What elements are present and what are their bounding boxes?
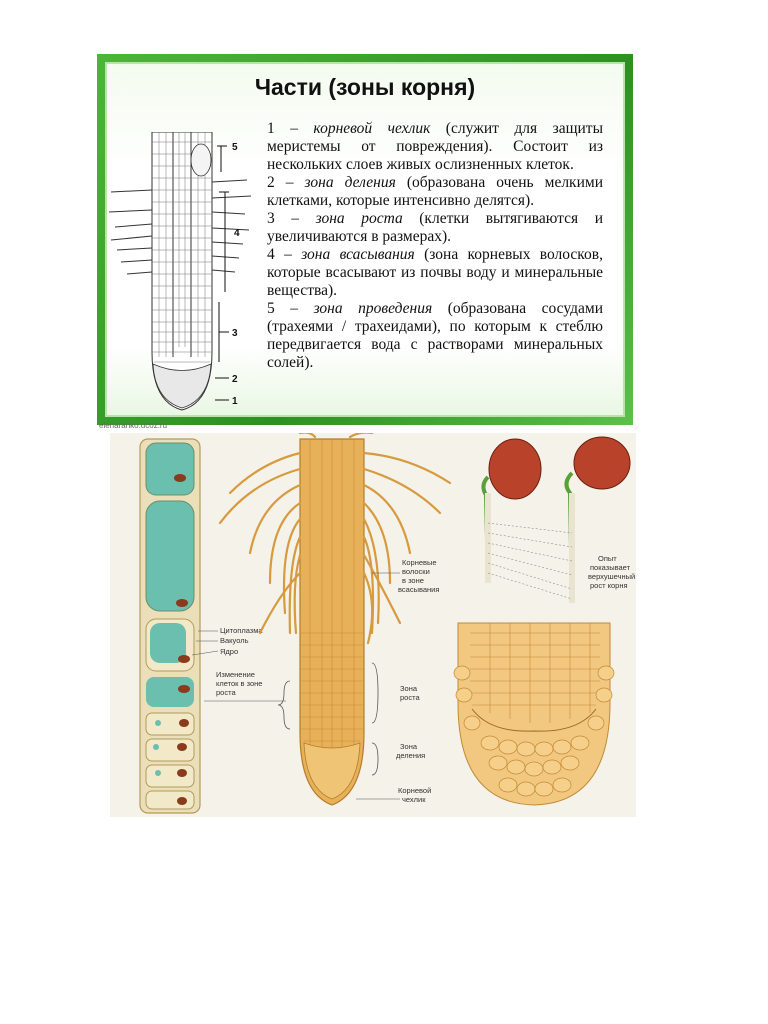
label-experiment: верхушечный — [588, 572, 635, 581]
label-root-hairs: Корневые — [402, 558, 437, 567]
label-experiment: рост корня — [590, 581, 628, 590]
label-growth-zone: роста — [400, 693, 420, 702]
zone-item: 3 – зона роста (клетки вытягиваются и ув… — [267, 210, 604, 245]
seedling-experiment — [481, 436, 631, 604]
label-vacuole: Вакуоль — [220, 636, 249, 645]
root-tip-section — [453, 622, 615, 806]
root-structure-illustration: Цитоплазма Вакуоль Ядро Изменение клеток… — [110, 433, 636, 817]
cell-column — [139, 438, 201, 814]
label-root-cap: Корневой — [398, 786, 431, 795]
label-experiment: показывает — [590, 563, 631, 572]
zone-number-1: 1 — [232, 396, 238, 407]
zone-item: 1 – корневой чехлик (служит для защиты м… — [267, 120, 603, 173]
root-tip-diagram: 5 4 3 2 1 — [108, 132, 252, 411]
slide-title: Части (зоны корня) — [254, 74, 476, 100]
label-growth-change: клеток в зоне — [216, 679, 262, 688]
root-structure-figure: Цитоплазма Вакуоль Ядро Изменение клеток… — [110, 433, 636, 817]
zone-number-2: 2 — [232, 374, 238, 385]
label-root-cap: чехлик — [402, 795, 426, 804]
label-root-hairs: волоски — [402, 567, 430, 576]
label-root-hairs: в зоне — [402, 576, 424, 585]
watermark-url: elenaranko.ucoz.ru — [99, 421, 168, 430]
zone-number-5: 5 — [232, 142, 238, 153]
zones-description: 1 – корневой чехлик (служит для защиты м… — [267, 120, 603, 372]
root-illustration — [218, 433, 452, 806]
label-growth-zone: Зона — [400, 684, 418, 693]
label-division-zone: деления — [396, 751, 425, 760]
label-experiment: Опыт — [598, 554, 617, 563]
zone-item: 4 – зона всасывания (зона корневых волос… — [267, 246, 603, 299]
zone-item: 5 – зона проведения (образована сосудами… — [267, 300, 604, 371]
label-growth-change: Изменение — [216, 670, 255, 679]
zone-number-3: 3 — [232, 328, 238, 339]
label-division-zone: Зона — [400, 742, 418, 751]
zone-number-4: 4 — [234, 228, 240, 239]
label-root-hairs: всасывания — [398, 585, 439, 594]
label-growth-change: роста — [216, 688, 236, 697]
root-zones-slide: Части (зоны корня) — [97, 54, 633, 425]
zone-item: 2 – зона деления (образована очень мелки… — [267, 174, 603, 209]
label-cytoplasm: Цитоплазма — [220, 626, 263, 635]
label-nucleus: Ядро — [220, 647, 238, 656]
